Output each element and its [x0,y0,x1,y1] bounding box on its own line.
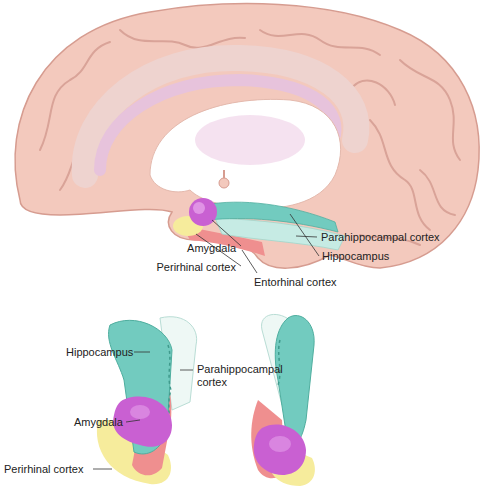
structure-label: Parahippocampal cortex [197,363,281,389]
structure-label: Amygdala [74,416,123,429]
structure-label: Entorhinal cortex [254,276,337,289]
structure-label: Perirhinal cortex [4,463,83,476]
structure-label: Perirhinal cortex [157,261,236,274]
structure-label: Hippocampus [322,250,389,263]
structure-label: Amygdala [187,242,236,255]
structure-label: Hippocampus [66,346,133,359]
structure-label: Parahippocampal cortex [321,231,440,244]
